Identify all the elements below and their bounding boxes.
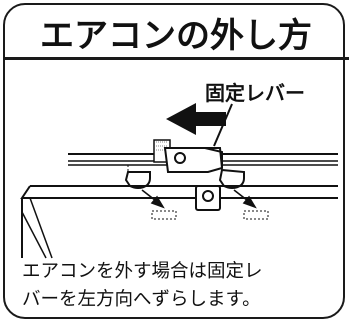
caption-line-2: バーを左方向へずらします。	[22, 289, 261, 310]
card-frame	[3, 3, 345, 319]
lever-label: 固定レバー	[205, 81, 305, 105]
slot-right	[243, 210, 269, 220]
down-arrow-left-icon	[141, 189, 165, 209]
fixing-lever	[163, 147, 224, 173]
instruction-caption: エアコンを外す場合は固定レ バーを左方向へずらします。	[22, 258, 340, 314]
page-title: エアコンの外し方	[40, 16, 312, 56]
down-arrow-right-icon	[233, 189, 257, 209]
caption-line-1: エアコンを外す場合は固定レ	[22, 261, 263, 282]
center-bracket	[195, 185, 221, 211]
ac-unit-body	[20, 185, 338, 259]
slide-left-arrow-icon	[166, 103, 226, 135]
slot-left	[151, 210, 177, 220]
title-divider	[3, 57, 349, 60]
